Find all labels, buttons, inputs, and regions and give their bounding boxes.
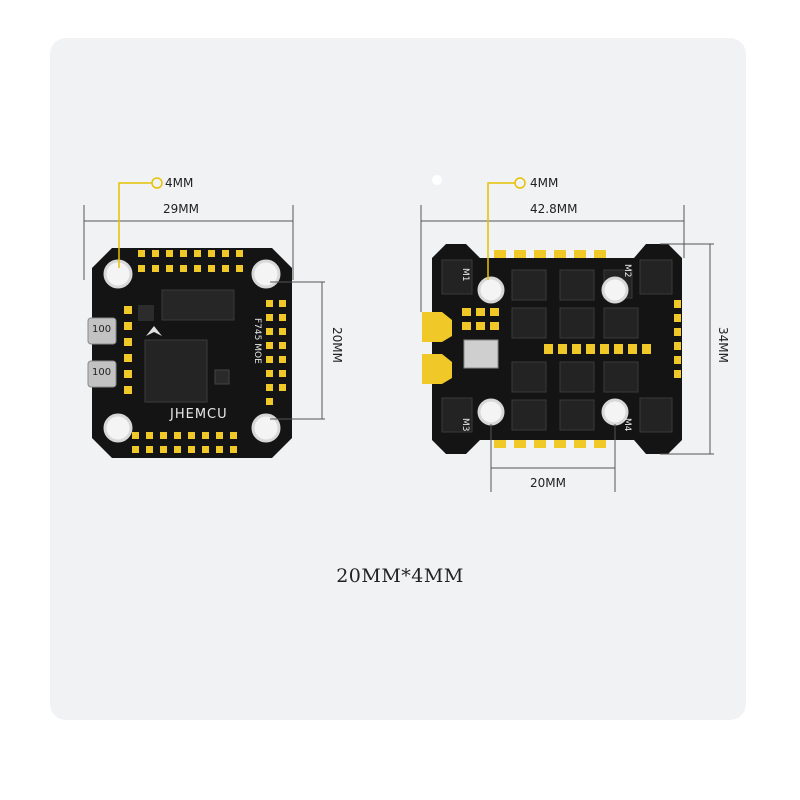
fc-pads-bottom xyxy=(132,432,237,453)
esc-power-tabs xyxy=(422,312,452,384)
esc-board xyxy=(422,244,682,454)
esc-mount-hole xyxy=(477,276,505,304)
stray-dot xyxy=(432,175,442,185)
fc-inductor xyxy=(87,360,117,388)
esc-hole-callout xyxy=(487,177,526,280)
esc-motor-label-m3: M3 xyxy=(460,418,470,432)
esc-shunt xyxy=(463,339,499,369)
esc-motor-pads-bottom xyxy=(494,440,606,448)
fc-mcu-chip xyxy=(144,339,208,403)
esc-mount-hole xyxy=(601,276,629,304)
fc-mount-hole xyxy=(103,413,133,443)
fc-hole-dimension-label: 4MM xyxy=(165,176,194,190)
esc-width-dimension-label: 42.8MM xyxy=(530,202,578,216)
esc-mount-dimension-label: 20MM xyxy=(530,476,566,490)
fc-mount-hole xyxy=(251,259,281,289)
flight-controller-board xyxy=(87,248,292,458)
fc-pads-right xyxy=(266,300,286,405)
esc-signal-pads xyxy=(674,300,681,378)
fc-osd-chip xyxy=(161,289,235,321)
esc-hole-dimension-label: 4MM xyxy=(530,176,559,190)
fc-mount-dimension-label: 20MM xyxy=(330,327,344,363)
fc-inductor-label: 100 xyxy=(92,324,112,335)
fc-mount-hole xyxy=(251,413,281,443)
fc-inductor-label-2: 100 xyxy=(92,367,112,378)
esc-motor-label-m4: M4 xyxy=(622,418,632,432)
fc-pads-top xyxy=(138,250,243,272)
esc-motor-label-m2: M2 xyxy=(622,264,632,278)
fc-pads-left xyxy=(124,306,132,394)
fc-arrow-logo xyxy=(146,326,162,336)
esc-cap-pads xyxy=(462,308,651,354)
fc-inductor xyxy=(87,317,117,345)
esc-mount-hole xyxy=(477,398,505,426)
esc-dimension-lines xyxy=(420,205,714,492)
fc-width-dimension-label: 29MM xyxy=(163,202,199,216)
size-caption: 20MM*4MM xyxy=(336,565,464,587)
esc-motor-label-m1: M1 xyxy=(460,268,470,282)
fc-mount-hole xyxy=(103,259,133,289)
esc-height-dimension-label: 34MM xyxy=(716,327,730,363)
fc-brand-text: JHEMCU xyxy=(170,407,228,422)
fc-model-text: F745 MOE xyxy=(252,318,262,364)
fc-gyro-chip xyxy=(214,369,230,385)
esc-motor-pads-top xyxy=(494,250,606,258)
fc-small-chip xyxy=(138,305,154,321)
fc-hole-callout xyxy=(118,177,163,268)
